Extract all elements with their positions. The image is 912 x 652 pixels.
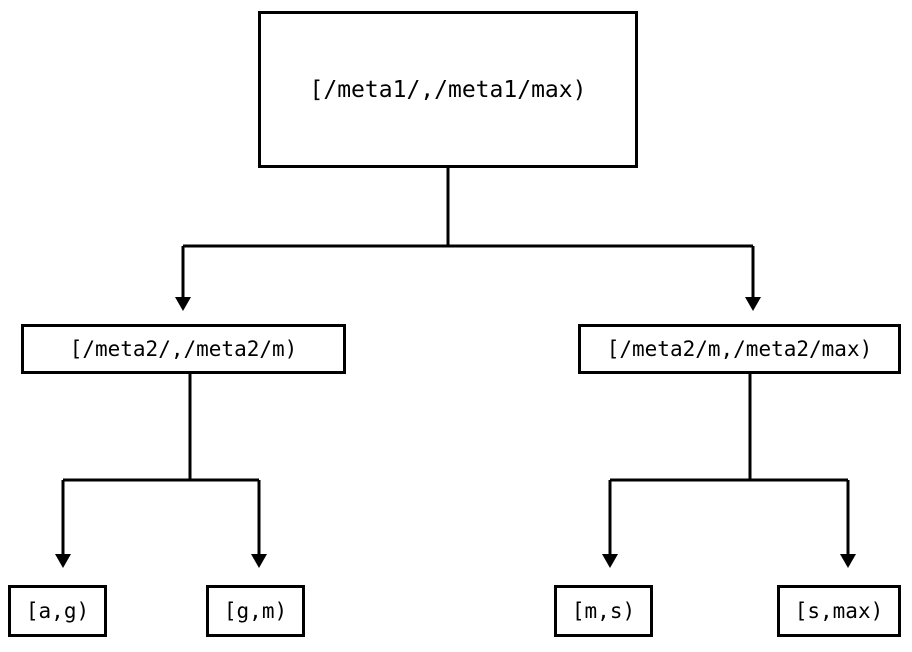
node-leaf-a-g-label: [a,g) bbox=[25, 599, 90, 623]
arrowhead-to-leaf-ag bbox=[55, 554, 71, 568]
arrowhead-to-leaf-smax bbox=[840, 554, 856, 568]
node-level2-right[interactable]: [/meta2/m,/meta2/max) bbox=[578, 324, 901, 374]
node-leaf-a-g[interactable]: [a,g) bbox=[8, 585, 107, 637]
node-leaf-s-max[interactable]: [s,max) bbox=[777, 585, 901, 637]
node-leaf-g-m[interactable]: [g,m) bbox=[206, 585, 305, 637]
node-root-label: [/meta1/,/meta1/max) bbox=[309, 76, 587, 103]
node-level2-left[interactable]: [/meta2/,/meta2/m) bbox=[21, 324, 346, 374]
node-leaf-m-s[interactable]: [m,s) bbox=[554, 585, 653, 637]
node-level2-left-label: [/meta2/,/meta2/m) bbox=[69, 337, 298, 361]
edge-level2-left-to-leaves bbox=[55, 374, 267, 568]
edge-root-to-level2 bbox=[175, 168, 761, 311]
arrowhead-to-level2-right bbox=[745, 297, 761, 311]
node-level2-right-label: [/meta2/m,/meta2/max) bbox=[606, 337, 873, 361]
node-leaf-m-s-label: [m,s) bbox=[571, 599, 636, 623]
edge-level2-right-to-leaves bbox=[602, 374, 856, 568]
arrowhead-to-level2-left bbox=[175, 297, 191, 311]
node-leaf-g-m-label: [g,m) bbox=[223, 599, 288, 623]
node-root[interactable]: [/meta1/,/meta1/max) bbox=[258, 11, 638, 168]
node-leaf-s-max-label: [s,max) bbox=[794, 599, 884, 623]
arrowhead-to-leaf-ms bbox=[602, 554, 618, 568]
arrowhead-to-leaf-gm bbox=[251, 554, 267, 568]
